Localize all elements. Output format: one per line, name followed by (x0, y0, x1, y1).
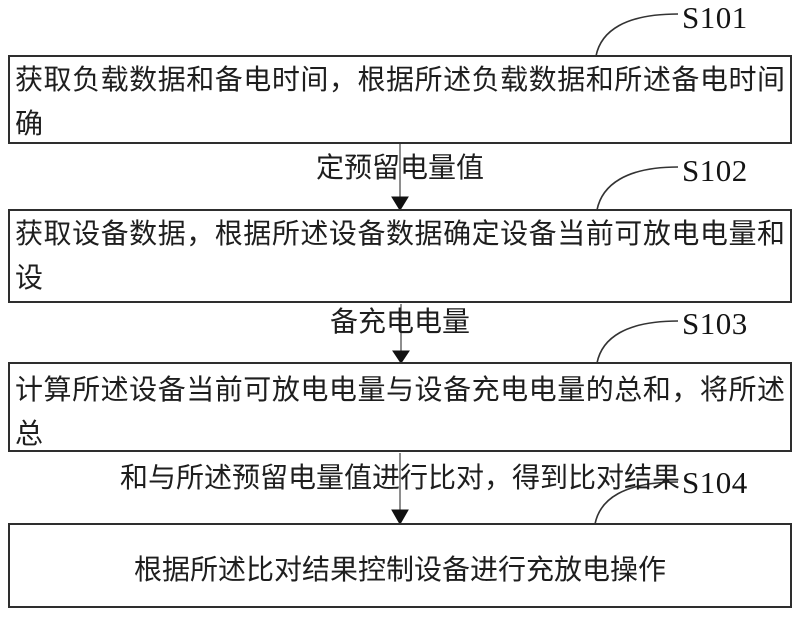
step-text-line: 获取设备数据，根据所述设备数据确定设备当前可放电电量和设 (15, 217, 785, 294)
step-label-s101: S101 (682, 0, 748, 35)
step-text-line: 根据所述比对结果控制设备进行充放电操作 (133, 553, 666, 586)
step-text-line: 计算所述设备当前可放电电量与设备充电电量的总和，将所述总 (15, 373, 785, 450)
step-text-line: 和与所述预留电量值进行比对，得到比对结果 (119, 461, 680, 494)
step-label-s102: S102 (682, 153, 748, 188)
step-box-s101: 获取负载数据和备电时间，根据所述负载数据和所述备电时间确 定预留电量值 (8, 55, 792, 184)
step-box-s104: 根据所述比对结果控制设备进行充放电操作 (8, 523, 792, 608)
step-text-line: 获取负载数据和备电时间，根据所述负载数据和所述备电时间确 (15, 63, 785, 140)
leader-line-s101 (595, 13, 679, 57)
flow-arrow-head-3 (391, 509, 409, 526)
step-label-s103: S103 (682, 306, 748, 341)
step-box-s102: 获取设备数据，根据所述设备数据确定设备当前可放电电量和设 备充电电量 (8, 209, 792, 338)
step-label-s104: S104 (682, 465, 748, 500)
step-text-line: 备充电电量 (329, 305, 470, 338)
step-text-line: 定预留电量值 (315, 151, 484, 184)
step-box-s103: 计算所述设备当前可放电电量与设备充电电量的总和，将所述总 和与所述预留电量值进行… (8, 362, 792, 494)
